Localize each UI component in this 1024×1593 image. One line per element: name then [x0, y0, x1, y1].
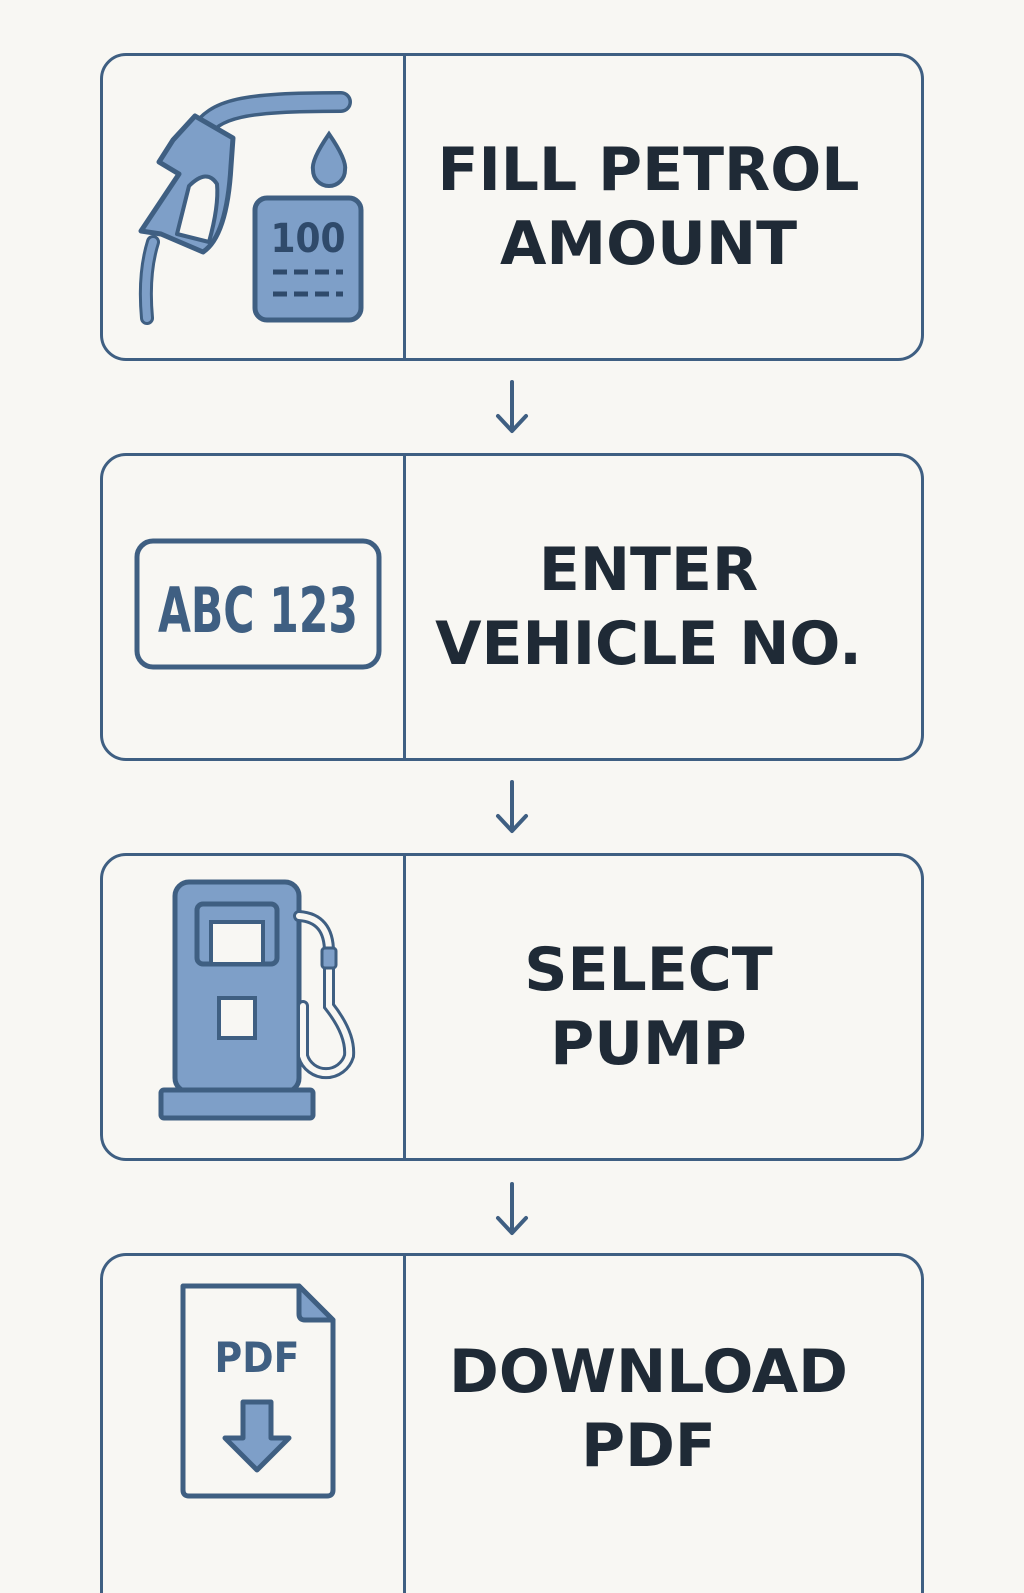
step-label-line: SELECT — [524, 935, 773, 1005]
step-icon-cell: 100 — [103, 56, 406, 358]
step-icon-cell: ABC 123 — [103, 456, 406, 758]
fuel-nozzle-meter-icon: 100 — [138, 91, 364, 325]
pdf-label-text: PDF — [215, 1333, 300, 1382]
step-label-line: PUMP — [550, 1009, 747, 1079]
step-icon-cell: PDF — [103, 1256, 406, 1593]
step-label-line: PDF — [581, 1410, 716, 1481]
step-label: DOWNLOAD PDF — [406, 1256, 921, 1593]
step-card-enter-vehicle-no[interactable]: ABC 123 ENTER VEHICLE NO. — [100, 453, 924, 761]
step-card-select-pump[interactable]: SELECT PUMP — [100, 853, 924, 1161]
arrow-down-icon — [496, 780, 528, 833]
meter-amount-text: 100 — [270, 216, 345, 262]
fuel-pump-icon — [158, 879, 356, 1121]
step-label: FILL PETROL AMOUNT — [406, 56, 921, 358]
license-plate-icon: ABC 123 — [134, 538, 382, 670]
arrow-down-icon — [496, 1182, 528, 1235]
step-label-line: DOWNLOAD — [449, 1336, 848, 1407]
step-card-download-pdf[interactable]: PDF DOWNLOAD PDF — [100, 1253, 924, 1593]
step-label: SELECT PUMP — [406, 856, 921, 1158]
step-label-line: ENTER — [538, 535, 759, 605]
step-label-line: AMOUNT — [499, 209, 797, 279]
arrow-down-icon — [496, 380, 528, 433]
step-icon-cell — [103, 856, 406, 1158]
plate-number-text: ABC 123 — [158, 574, 358, 647]
step-card-fill-petrol[interactable]: 100 FILL PETROL AMOUNT — [100, 53, 924, 361]
step-label: ENTER VEHICLE NO. — [406, 456, 921, 758]
step-label-line: FILL PETROL — [437, 135, 860, 205]
step-label-line: VEHICLE NO. — [435, 609, 862, 679]
pdf-download-icon: PDF — [180, 1283, 336, 1499]
